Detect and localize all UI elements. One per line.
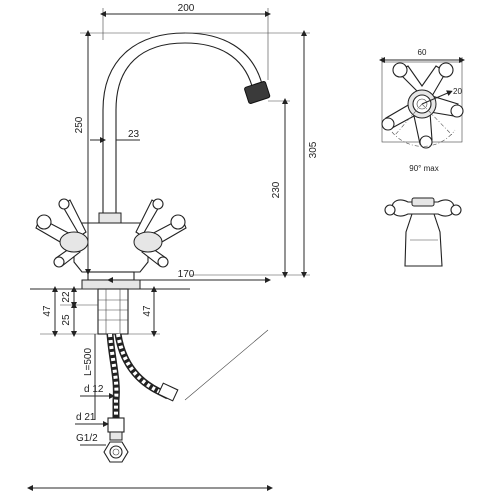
dim-23: 23 [128, 129, 140, 140]
spout [102, 32, 263, 216]
dim-200: 200 [178, 3, 195, 14]
hose-right [114, 333, 170, 400]
dim-thread: G1/2 [76, 433, 98, 444]
hose-fitting-left [107, 417, 125, 433]
handle-top-view [379, 57, 465, 149]
nut-end-view [103, 441, 129, 463]
base-ring-upper [87, 271, 135, 281]
dim-hose-length: L=500 [83, 348, 94, 377]
detail-radius-20: 20 [453, 87, 462, 96]
dim-25: 25 [61, 314, 72, 326]
mounting-shank [97, 288, 129, 335]
hose-fitting-right [157, 382, 179, 402]
faucet-elevation [30, 32, 271, 463]
dim-d21: d 21 [76, 412, 96, 423]
spout-collar [98, 212, 122, 224]
dim-230: 230 [271, 181, 282, 198]
right-handle [133, 198, 187, 268]
dim-d12: d 12 [84, 384, 104, 395]
dim-47-right: 47 [142, 305, 153, 317]
detail-rotation: 90° max [409, 164, 438, 173]
dim-250: 250 [74, 116, 85, 133]
dim-305: 305 [308, 141, 319, 158]
dim-170: 170 [178, 269, 195, 280]
aerator [244, 81, 271, 104]
dim-47-left: 47 [42, 305, 53, 317]
dim-22: 22 [61, 291, 72, 303]
dimension-lines [27, 8, 310, 491]
left-handle [35, 198, 89, 268]
detail-width-60: 60 [418, 48, 427, 57]
handle-side-view [384, 197, 462, 267]
base-flange [81, 279, 141, 290]
